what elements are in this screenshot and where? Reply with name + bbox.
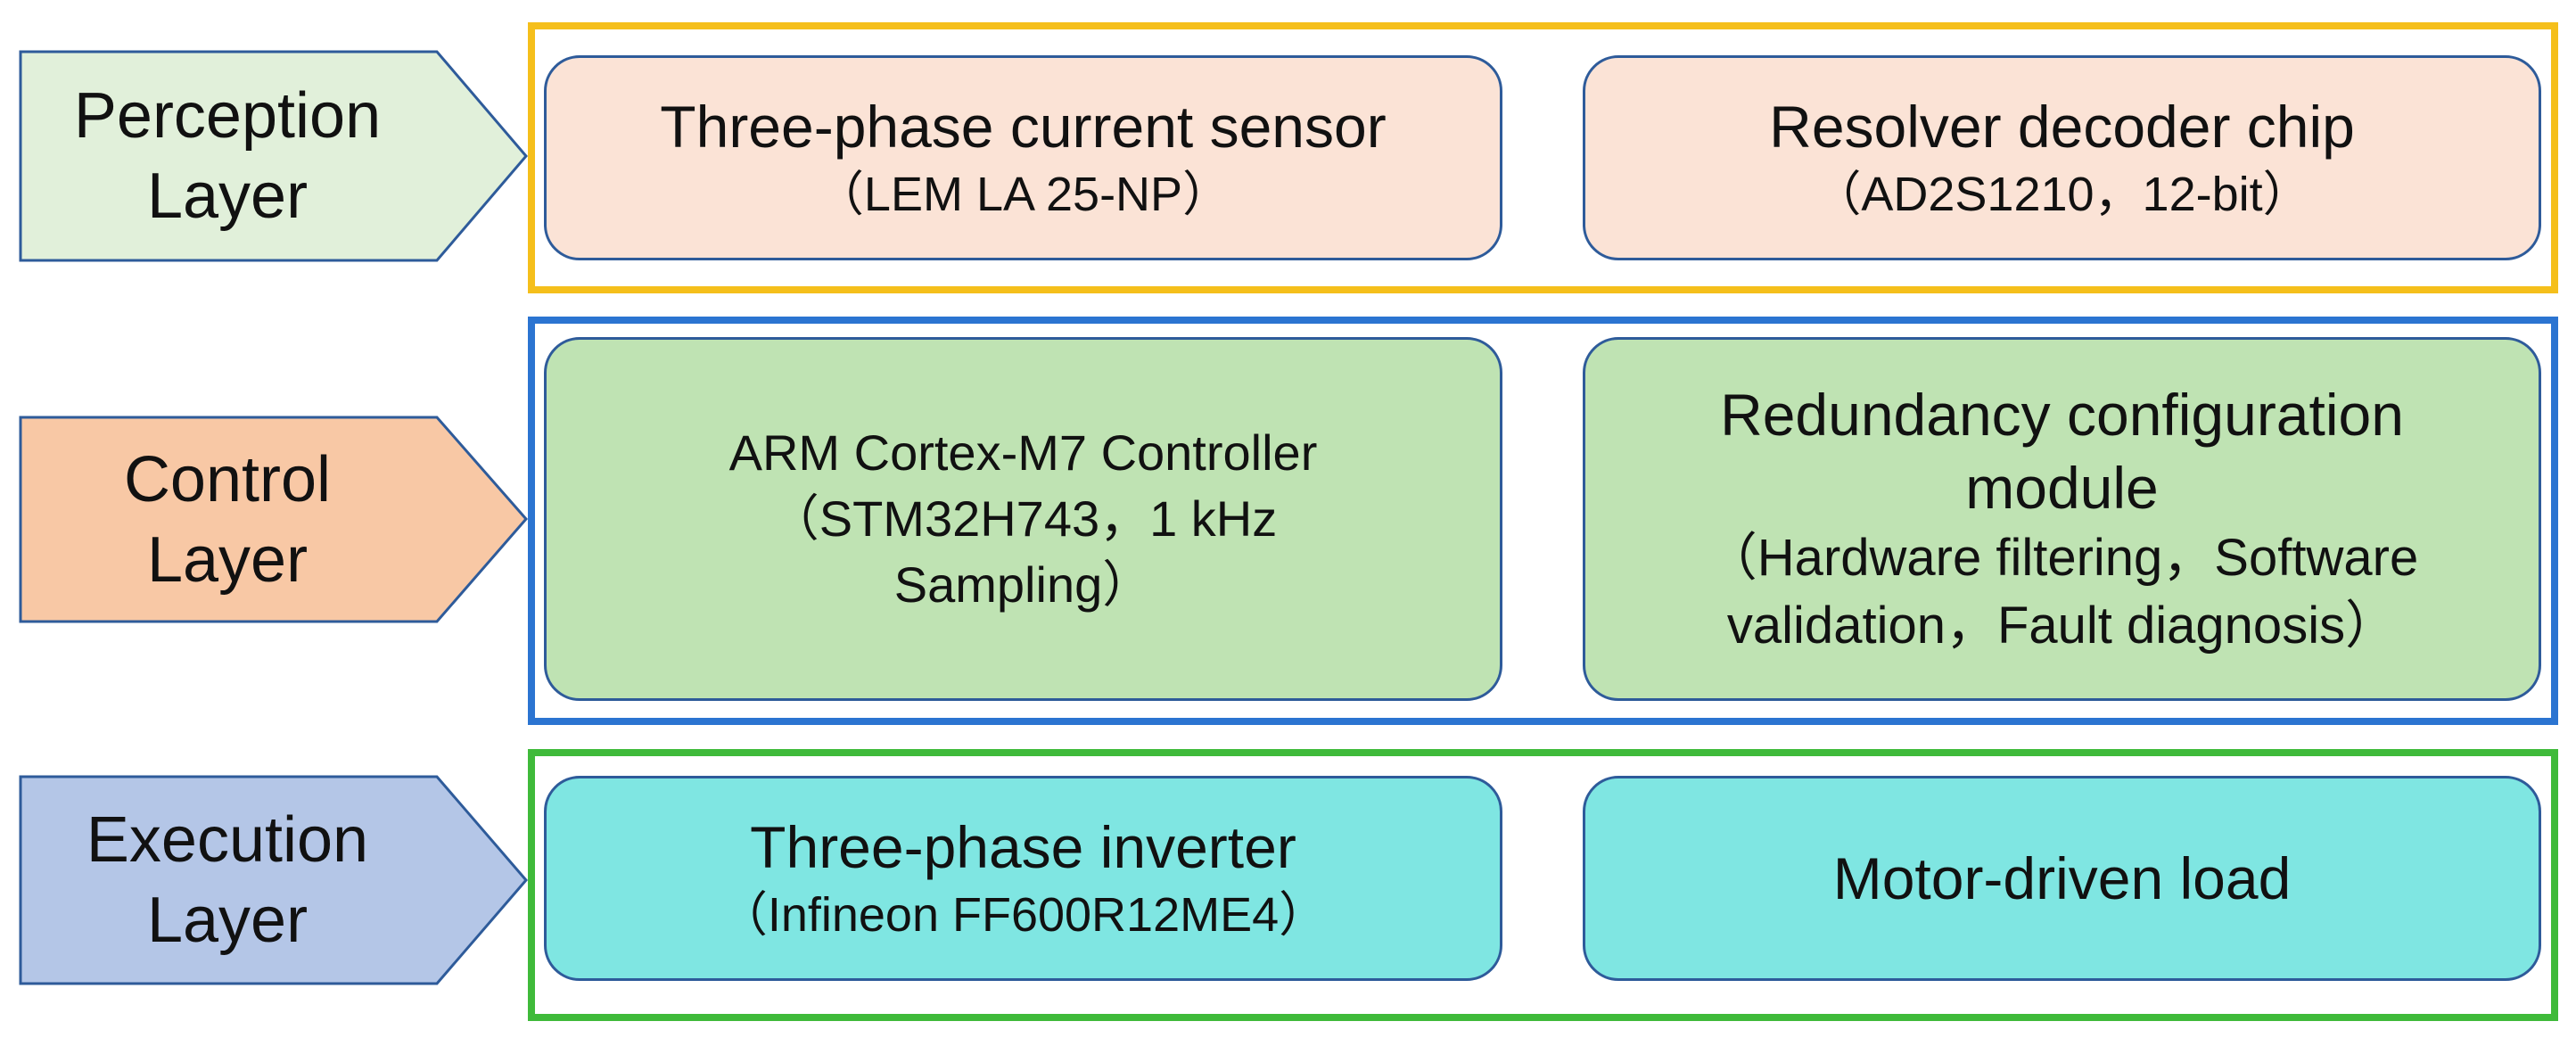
inverter-model: （Infineon FF600R12ME4） <box>719 888 1328 942</box>
perception-layer-arrow-shape <box>19 50 528 262</box>
current-sensor-box: Three-phase current sensor （LEM LA 25-NP… <box>544 55 1502 260</box>
control-layer-label: Control Layer <box>18 415 531 624</box>
arm-controller-box: ARM Cortex-M7 Controller （STM32H743，1 kH… <box>544 337 1502 701</box>
control-layer-name-line1: Control <box>123 443 332 515</box>
arm-controller-line3: Sampling） <box>893 556 1153 613</box>
redundancy-module-box: Redundancy configuration module （Hardwar… <box>1583 337 2541 701</box>
motor-load-box: Motor-driven load <box>1583 776 2541 981</box>
inverter-title: Three-phase inverter <box>750 814 1296 880</box>
execution-layer-name-line1: Execution <box>86 804 369 876</box>
redundancy-module-sub-line1: （Hardware filtering，Software <box>1705 529 2419 587</box>
perception-layer-label: Perception Layer <box>18 49 531 263</box>
redundancy-module-title-line1: Redundancy configuration <box>1720 382 2404 448</box>
execution-layer-label: Execution Layer <box>18 774 531 986</box>
control-layer-frame <box>528 317 2558 725</box>
resolver-decoder-title: Resolver decoder chip <box>1769 94 2355 160</box>
perception-layer-name-line2: Layer <box>146 161 309 232</box>
inverter-box: Three-phase inverter （Infineon FF600R12M… <box>544 776 1502 981</box>
arm-controller-line1: ARM Cortex-M7 Controller <box>728 424 1318 481</box>
resolver-decoder-model: （AD2S1210，12-bit） <box>1813 168 2311 221</box>
resolver-decoder-box: Resolver decoder chip （AD2S1210，12-bit） <box>1583 55 2541 260</box>
redundancy-module-title-line2: module <box>1965 455 2159 521</box>
current-sensor-model: （LEM LA 25-NP） <box>815 168 1231 221</box>
perception-layer-name-line1: Perception <box>73 80 382 152</box>
redundancy-module-sub-line2: validation，Fault diagnosis） <box>1726 597 2398 655</box>
control-layer-arrow-shape <box>19 416 528 623</box>
arm-controller-line2: （STM32H743，1 kHz <box>769 490 1278 547</box>
execution-layer-frame <box>528 749 2558 1021</box>
current-sensor-title: Three-phase current sensor <box>660 94 1387 160</box>
motor-load-title: Motor-driven load <box>1832 845 2292 911</box>
execution-layer-name-line2: Layer <box>146 885 309 956</box>
execution-layer-arrow-shape <box>19 775 528 985</box>
perception-layer-frame <box>528 22 2558 293</box>
control-layer-name-line2: Layer <box>146 523 309 596</box>
